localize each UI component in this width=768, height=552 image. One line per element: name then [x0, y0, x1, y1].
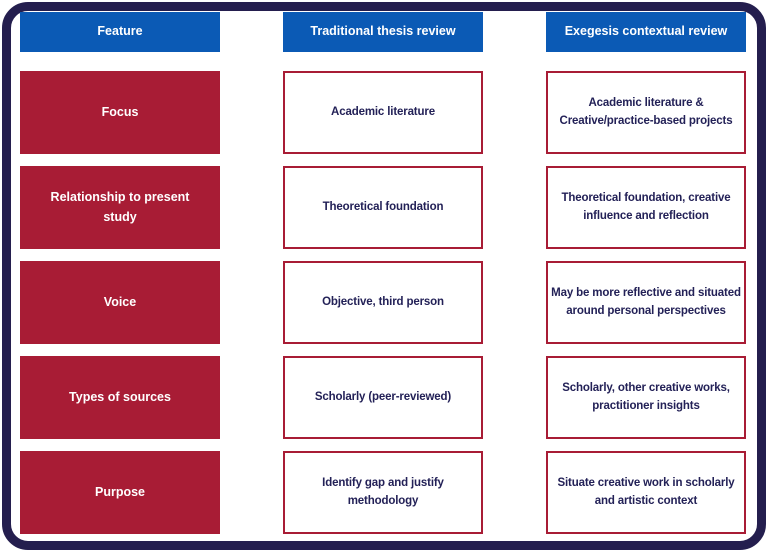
exegesis-cell-voice: May be more reflective and situated arou…: [546, 261, 746, 344]
traditional-cell-types-of-sources: Scholarly (peer-reviewed): [283, 356, 483, 439]
exegesis-cell-purpose: Situate creative work in scholarly and a…: [546, 451, 746, 534]
feature-cell-types-of-sources: Types of sources: [20, 356, 220, 439]
traditional-cell-focus: Academic literature: [283, 71, 483, 154]
exegesis-cell-types-of-sources: Scholarly, other creative works, practit…: [546, 356, 746, 439]
traditional-cell-relationship: Theoretical foundation: [283, 166, 483, 249]
feature-cell-voice: Voice: [20, 261, 220, 344]
exegesis-cell-focus: Academic literature & Creative/practice-…: [546, 71, 746, 154]
column-header-exegesis-contextual-review: Exegesis contextual review: [546, 12, 746, 52]
feature-cell-purpose: Purpose: [20, 451, 220, 534]
exegesis-cell-relationship: Theoretical foundation, creative influen…: [546, 166, 746, 249]
column-header-traditional-thesis-review: Traditional thesis review: [283, 12, 483, 52]
feature-cell-focus: Focus: [20, 71, 220, 154]
column-header-feature: Feature: [20, 12, 220, 52]
feature-cell-relationship: Relationship to present study: [20, 166, 220, 249]
comparison-table: Feature Traditional thesis review Exeges…: [20, 12, 746, 534]
traditional-cell-purpose: Identify gap and justify methodology: [283, 451, 483, 534]
traditional-cell-voice: Objective, third person: [283, 261, 483, 344]
